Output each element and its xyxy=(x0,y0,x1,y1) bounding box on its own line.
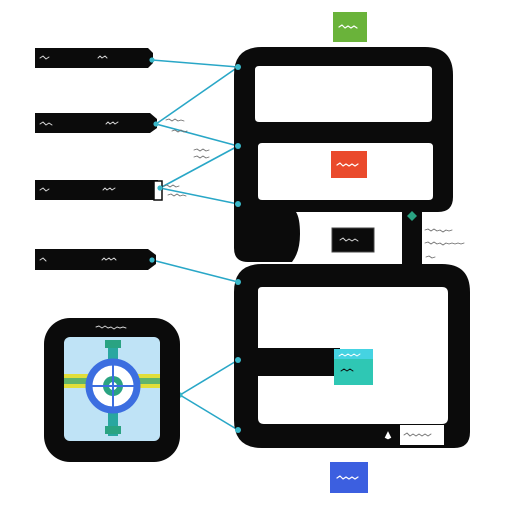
wire-b-to-mid xyxy=(155,123,239,147)
tag-green xyxy=(333,12,367,42)
tag-blue xyxy=(330,462,368,493)
left-label-a xyxy=(35,48,153,68)
left-label-d xyxy=(35,249,156,270)
target-panel xyxy=(44,318,180,462)
pointer-arrow-icon xyxy=(383,428,393,441)
tag-red xyxy=(331,151,367,178)
upper-frame xyxy=(234,47,453,262)
tag-teal xyxy=(334,349,373,385)
wire-c-to-low xyxy=(159,187,239,205)
left-label-c xyxy=(35,180,163,201)
wire-panel-to-bottom-b xyxy=(179,394,239,431)
bottom-caption xyxy=(400,425,444,445)
crosshair-target-icon xyxy=(64,340,160,436)
left-label-b xyxy=(35,113,157,133)
wire-panel-to-bottom-a xyxy=(179,359,239,396)
junction-connector xyxy=(300,210,422,268)
diamond-marker-icon xyxy=(407,211,417,221)
connector-wires xyxy=(151,59,239,431)
wire-a-to-top xyxy=(151,59,239,68)
wire-d-to-bottom xyxy=(151,259,239,283)
wire-b-to-top xyxy=(155,66,239,125)
wire-c-to-mid xyxy=(159,145,239,189)
